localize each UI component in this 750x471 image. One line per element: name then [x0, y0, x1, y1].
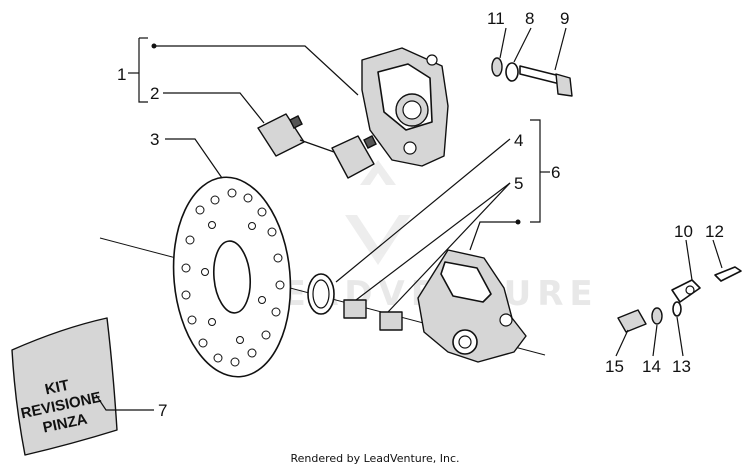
callout-12: 12 — [705, 222, 724, 241]
callout-11: 11 — [487, 9, 505, 28]
callout-3: 3 — [150, 130, 159, 149]
kit-bag: KIT REVISIONE PINZA — [11, 317, 118, 456]
callout-14: 14 — [642, 357, 661, 376]
callout-5: 5 — [514, 174, 523, 193]
brake-pads — [257, 113, 377, 179]
caliper-bolt — [491, 57, 573, 97]
watermark-logo — [345, 160, 411, 265]
brake-disc — [172, 176, 292, 378]
callout-4: 4 — [514, 131, 523, 150]
caliper-assembly-upper — [361, 47, 449, 167]
callout-1: 1 — [117, 65, 126, 84]
callout-15: 15 — [605, 357, 624, 376]
footer-credit: Rendered by LeadVenture, Inc. — [290, 452, 459, 465]
bleed-valve-parts — [617, 266, 742, 333]
caliper-assembly-lower — [417, 249, 527, 363]
callout-9: 9 — [560, 9, 569, 28]
callout-13: 13 — [672, 357, 691, 376]
callout-2: 2 — [150, 84, 159, 103]
callout-6: 6 — [551, 163, 560, 182]
leader-lines — [95, 27, 723, 411]
callout-8: 8 — [525, 9, 534, 28]
callout-10: 10 — [674, 222, 693, 241]
seal-ring — [307, 273, 335, 315]
kit-label-line1: KIT — [43, 377, 70, 399]
callout-7: 7 — [158, 401, 167, 420]
needle-bearings — [343, 299, 403, 331]
